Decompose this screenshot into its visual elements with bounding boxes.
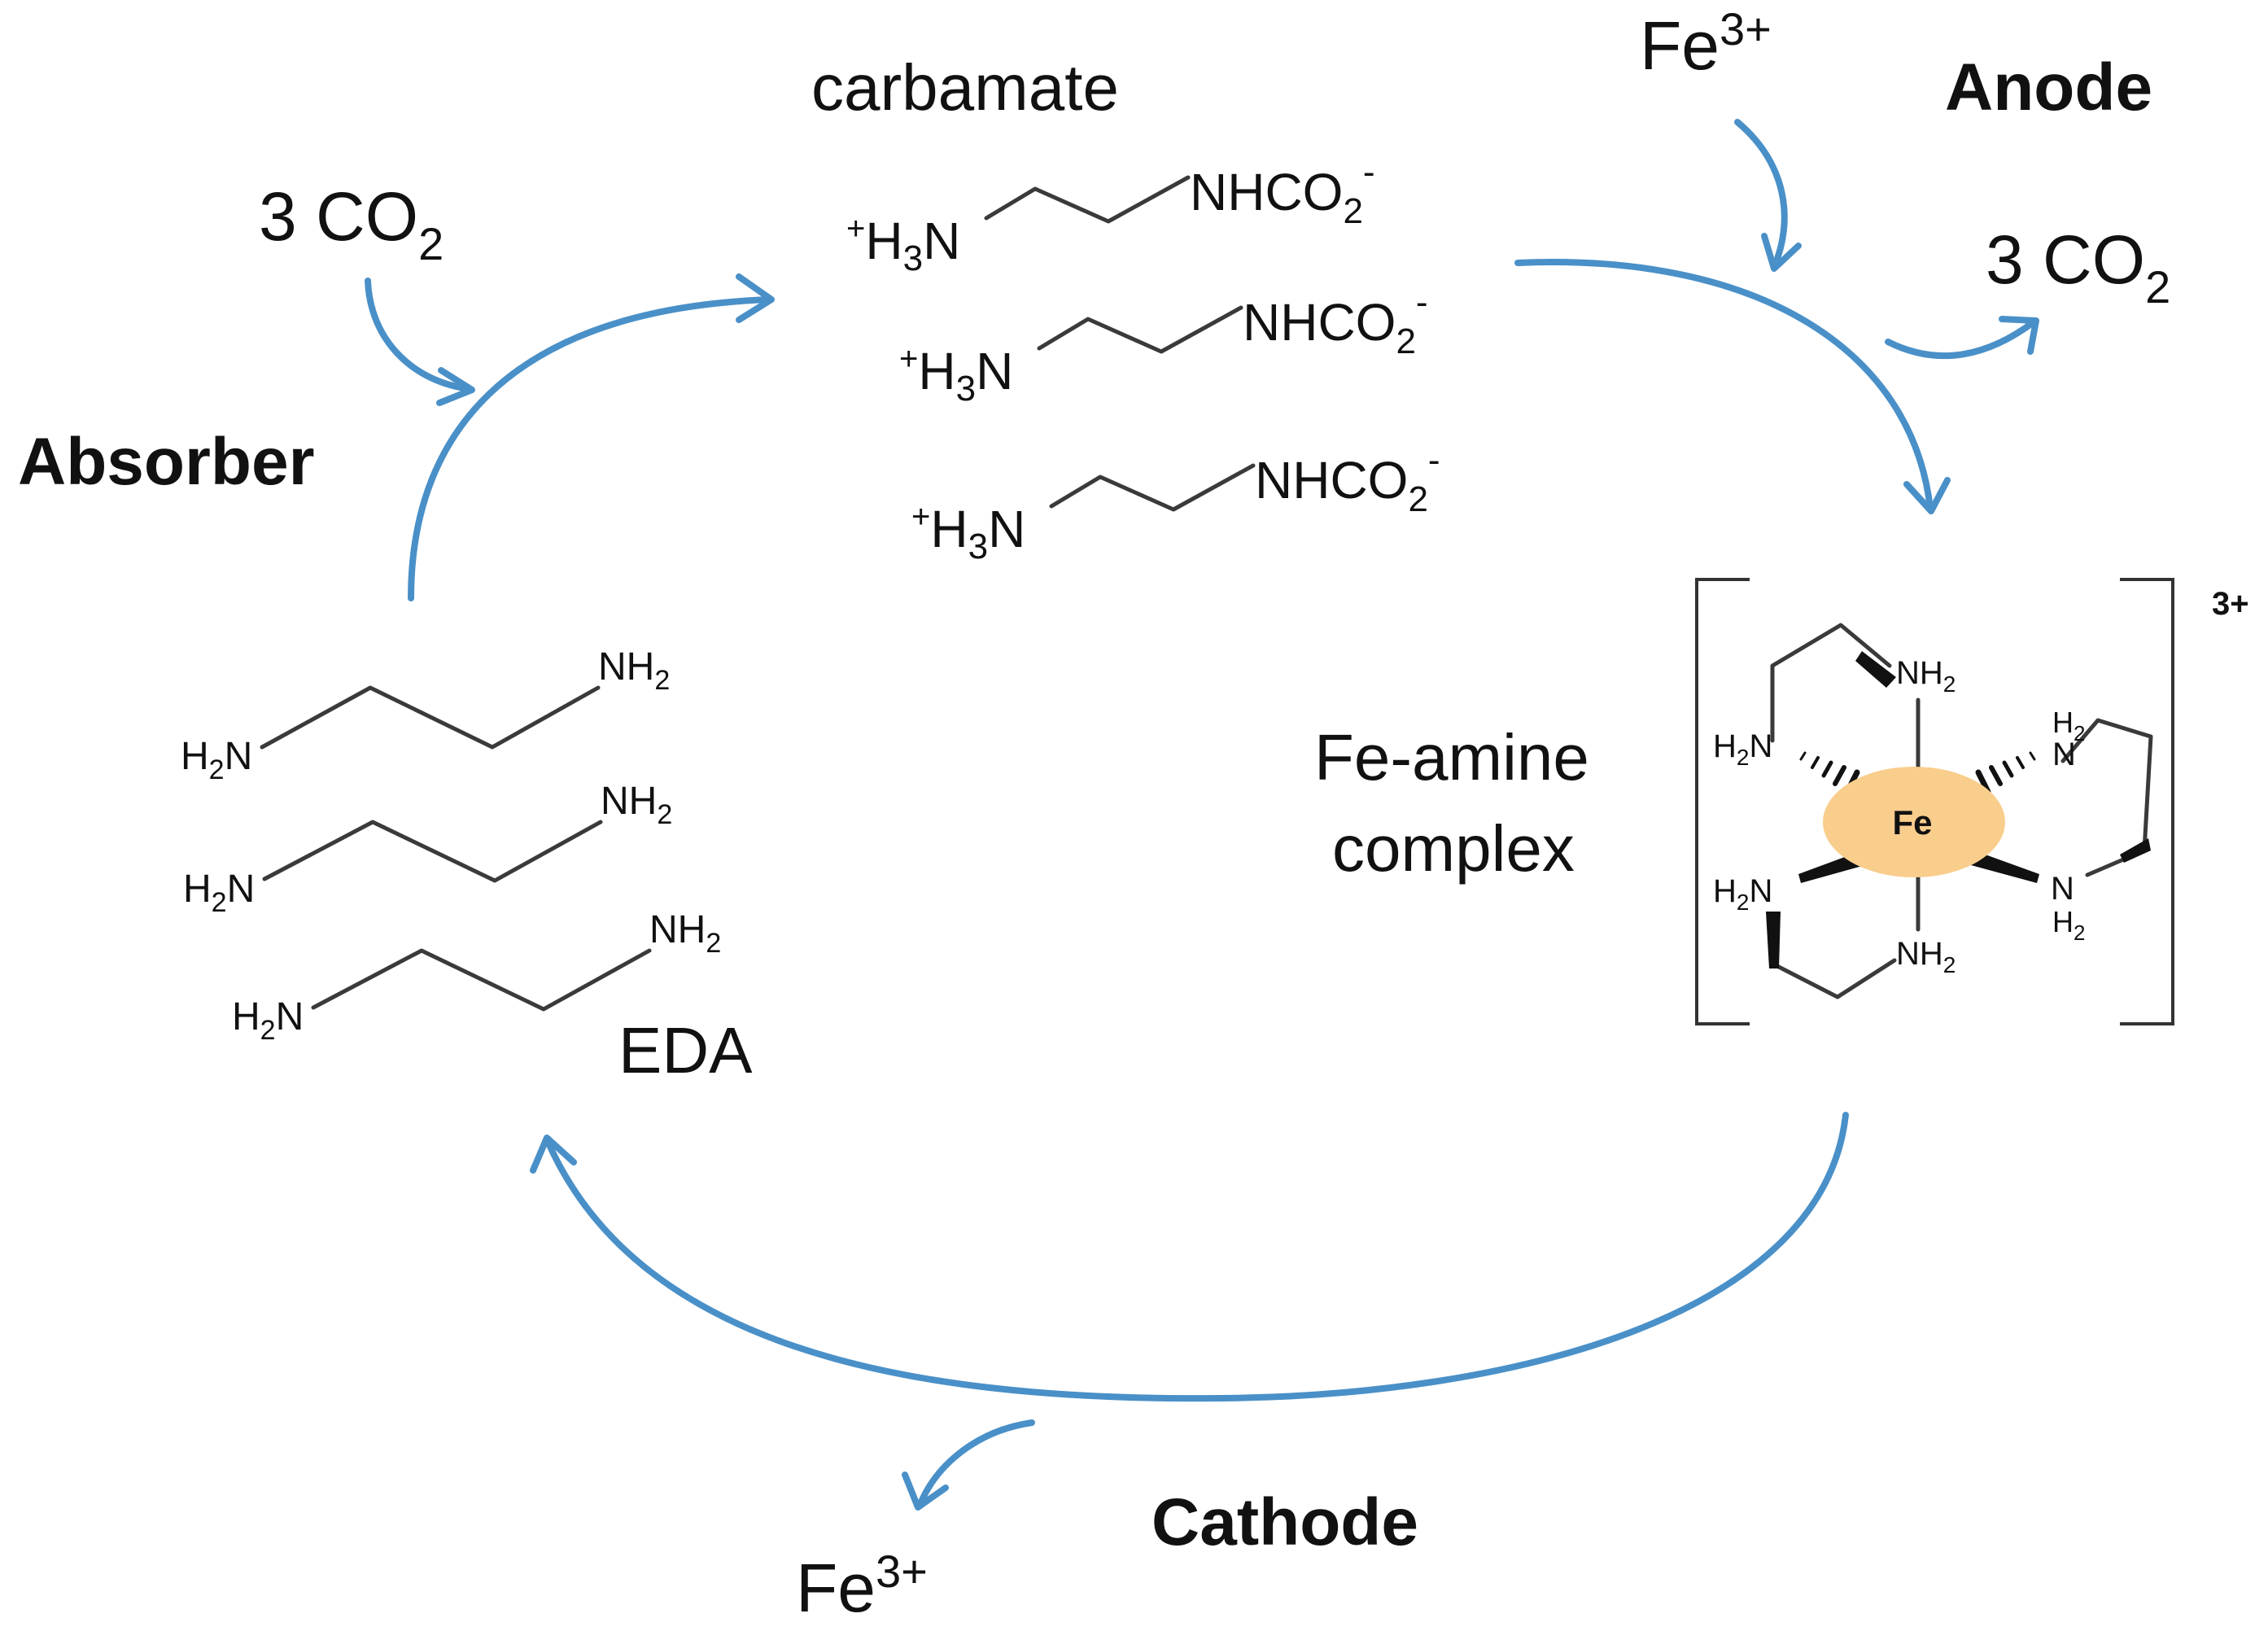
svg-text:NHCO2-: NHCO2- <box>1243 282 1428 361</box>
fe-amine-label-line2: complex <box>1332 812 1575 885</box>
eda-molecule: H2N NH2 <box>183 780 672 918</box>
fe3-in-arrowhead-anode <box>1761 233 1802 272</box>
fe3-cathode-label: Fe3+ <box>796 1546 928 1626</box>
co2-out-arrowhead <box>1999 316 2039 355</box>
complex-charge: 3+ <box>2212 586 2249 622</box>
right-bracket <box>2120 578 2174 1025</box>
co2-absorbed-label: 3 CO2 <box>259 178 444 269</box>
svg-text:H2: H2 <box>2052 706 2085 746</box>
anode-label: Anode <box>1945 50 2152 125</box>
fe-amine-label-line1: Fe-amine <box>1314 721 1589 794</box>
svg-text:NH2: NH2 <box>598 645 670 696</box>
carbamate-molecule: +H3N NHCO2- <box>846 152 1375 278</box>
svg-text:NH2: NH2 <box>1896 936 1956 977</box>
cathode-cycle-arrow <box>544 1112 1849 1402</box>
svg-text:+H3N: +H3N <box>911 499 1025 566</box>
svg-text:N: N <box>2052 737 2076 772</box>
absorber-cycle-arrow <box>408 296 772 601</box>
fe3-in-arrow-anode <box>1734 119 1788 270</box>
svg-text:H2N: H2N <box>181 735 252 785</box>
eda-molecule: H2N NH2 <box>181 645 670 785</box>
svg-text:NHCO2-: NHCO2- <box>1255 440 1440 519</box>
cathode-cycle-arrowhead <box>530 1135 577 1174</box>
svg-text:NH2: NH2 <box>601 780 672 830</box>
svg-text:H2N: H2N <box>183 868 255 918</box>
svg-text:+H3N: +H3N <box>899 341 1013 409</box>
left-bracket <box>1695 578 1750 1025</box>
eda-label: EDA <box>618 1014 753 1087</box>
svg-text:H2: H2 <box>2052 905 2085 945</box>
hashed-bond-right <box>1975 751 2036 795</box>
absorber-label: Absorber <box>18 425 315 499</box>
svg-text:NH2: NH2 <box>1896 655 1956 697</box>
absorber-cycle-arrowhead <box>736 273 775 323</box>
fe-center-label: Fe <box>1892 803 1932 842</box>
svg-text:H2N: H2N <box>1713 873 1772 915</box>
fe-center-ellipse <box>1823 767 2005 877</box>
svg-text:NHCO2-: NHCO2- <box>1190 152 1375 231</box>
cathode-label: Cathode <box>1151 1485 1418 1559</box>
carbamate-label: carbamate <box>811 51 1119 124</box>
svg-text:H2N: H2N <box>232 995 304 1046</box>
co2-in-arrowhead <box>436 367 475 406</box>
svg-text:H2N: H2N <box>1713 728 1772 770</box>
fe3-anode-label: Fe3+ <box>1640 3 1772 84</box>
anode-cycle-arrowhead <box>1903 477 1951 514</box>
carbamate-molecule: +H3N NHCO2- <box>911 440 1440 566</box>
anode-cycle-arrow <box>1514 259 1934 512</box>
fe-amine-complex-structure: 3+ NH2 H2N H2 <box>1695 578 2249 1025</box>
co2-released-label: 3 CO2 <box>1986 221 2170 313</box>
carbamate-molecule: +H3N NHCO2- <box>899 282 1428 409</box>
eda-molecule: H2N NH2 <box>232 908 721 1046</box>
svg-text:NH2: NH2 <box>649 908 721 959</box>
co2-in-arrow <box>365 278 474 392</box>
co2-out-arrow <box>1885 318 2038 360</box>
svg-text:+H3N: +H3N <box>846 211 960 278</box>
svg-text:N: N <box>2051 871 2074 907</box>
fe3-out-arrow-cathode <box>916 1419 1035 1509</box>
fe3-out-arrowhead-cathode <box>902 1471 949 1511</box>
